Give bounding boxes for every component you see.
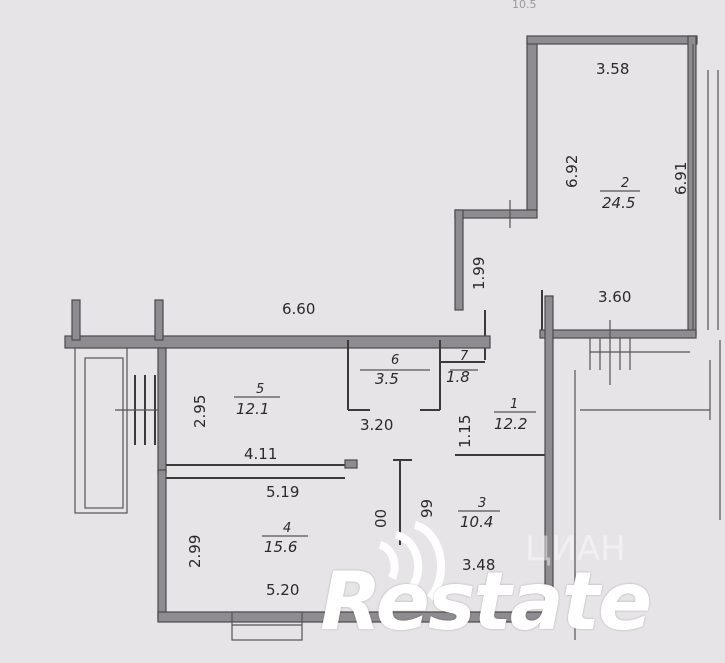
dim-corridor-top: 6.60: [282, 300, 315, 318]
svg-text:12.1: 12.1: [236, 400, 269, 418]
svg-text:1: 1: [510, 397, 518, 412]
dim-room2-left: 6.92: [563, 155, 581, 188]
top-edge-label: 10.5: [512, 0, 537, 11]
svg-text:2: 2: [621, 176, 629, 191]
room-5-walls: [157, 347, 358, 474]
room-label-3: 3 10.4: [458, 496, 500, 531]
left-balcony: [74, 347, 160, 514]
dim-hall-depth: 1.15: [456, 415, 474, 448]
watermark-text: ЦИАН: [525, 529, 626, 569]
svg-text:24.5: 24.5: [602, 194, 635, 212]
dim-room3-bottom: 3.48: [462, 556, 495, 574]
bath-walls: [347, 340, 485, 411]
svg-text:3: 3: [478, 496, 486, 511]
dim-room2-top: 3.58: [596, 60, 629, 78]
restate-logo: Restate: [320, 555, 652, 648]
room-3-walls: [455, 295, 721, 640]
svg-text:10.4: 10.4: [460, 513, 493, 531]
svg-text:12.2: 12.2: [494, 415, 527, 433]
dim-room2-right: 6.91: [672, 162, 690, 195]
logo-signal-icon: [378, 521, 446, 601]
main-wall: [64, 299, 491, 349]
dim-room4-top: 5.19: [266, 483, 299, 501]
svg-text:7: 7: [460, 349, 469, 364]
room-label-7: 7 1.8: [446, 349, 470, 386]
svg-text:1.8: 1.8: [446, 368, 470, 386]
dim-room4-bottom: 5.20: [266, 581, 299, 599]
room-label-5: 5 12.1: [234, 382, 280, 418]
dim-room5-height: 2.95: [191, 395, 209, 428]
dim-passage-b: 99: [418, 499, 436, 518]
svg-text:4: 4: [283, 521, 291, 536]
room-label-4: 4 15.6: [262, 521, 308, 556]
room-2-walls: [526, 35, 719, 339]
dim-room2-bottom: 3.60: [598, 288, 631, 306]
svg-text:6: 6: [391, 353, 399, 368]
room-label-1: 1 12.2: [494, 397, 536, 433]
hall-walls: [454, 200, 538, 360]
svg-text:3.5: 3.5: [375, 370, 399, 388]
svg-text:5: 5: [256, 382, 264, 397]
dim-passage-a: 00: [372, 509, 390, 528]
dim-hall-width: 3.20: [360, 416, 393, 434]
svg-text:15.6: 15.6: [264, 538, 297, 556]
dim-hall-vertical: 1.99: [470, 257, 488, 290]
dim-room4-height: 2.99: [186, 535, 204, 568]
dim-room5-bottom: 4.11: [244, 445, 277, 463]
room-label-2: 2 24.5: [600, 176, 640, 212]
room-label-6: 6 3.5: [375, 353, 399, 388]
